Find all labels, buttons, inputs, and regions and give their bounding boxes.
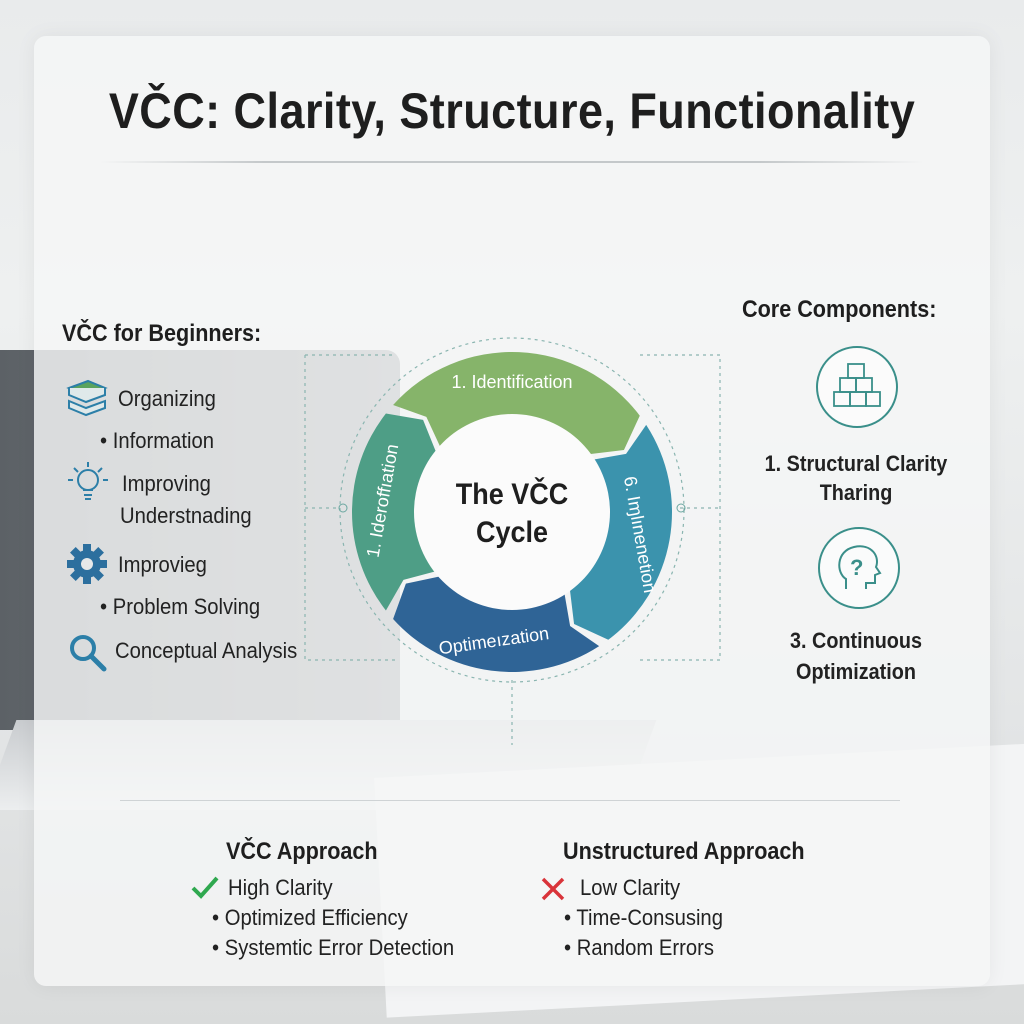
vcc-item: • Systemtic Error Detection bbox=[212, 935, 455, 960]
lightbulb-icon bbox=[68, 462, 108, 500]
cubes-icon bbox=[816, 346, 898, 428]
cycle-center bbox=[414, 414, 610, 610]
connector-lines bbox=[304, 337, 721, 745]
beginner-item: Conceptual Analysis bbox=[115, 638, 298, 663]
magnifier-icon bbox=[70, 635, 107, 672]
unstructured-item: • Time-Consusing bbox=[564, 905, 723, 930]
svg-text:?: ? bbox=[850, 555, 863, 580]
unstructured-approach-heading: Unstructured Approach bbox=[563, 838, 805, 865]
core-heading: Core Components: bbox=[742, 296, 937, 323]
beginner-item: Understnading bbox=[120, 503, 252, 528]
unstructured-item: • Random Errors bbox=[564, 935, 714, 960]
unstructured-item: Low Clarity bbox=[580, 875, 681, 900]
section-divider bbox=[120, 800, 900, 801]
beginner-item: Organizing bbox=[118, 386, 216, 411]
cycle-segment-label: 1. Identification bbox=[451, 372, 572, 392]
gear-icon bbox=[67, 544, 107, 584]
connector-node bbox=[676, 503, 686, 513]
beginner-item: Improving bbox=[122, 471, 211, 496]
vcc-item: High Clarity bbox=[228, 875, 333, 900]
beginner-item: • Problem Solving bbox=[100, 594, 261, 619]
head-question-icon: ? bbox=[818, 527, 900, 609]
cycle-segment bbox=[351, 413, 437, 611]
page-title: VČC: Clarity, Structure, Functionality bbox=[108, 83, 916, 139]
title-divider bbox=[100, 161, 924, 163]
cycle-segment bbox=[393, 351, 640, 455]
cycle-segment bbox=[569, 424, 673, 640]
vcc-item: • Optimized Efficiency bbox=[212, 905, 408, 930]
connector-node bbox=[338, 503, 348, 513]
cycle-segment bbox=[393, 576, 600, 673]
beginner-item: • Information bbox=[100, 428, 214, 453]
check-icon bbox=[191, 876, 219, 899]
beginners-heading: VČC for Beginners: bbox=[62, 320, 262, 347]
cross-icon bbox=[541, 877, 565, 901]
vcc-approach-heading: VČC Approach bbox=[226, 838, 378, 865]
beginner-item: Improvieg bbox=[118, 552, 207, 577]
books-icon bbox=[66, 379, 108, 417]
